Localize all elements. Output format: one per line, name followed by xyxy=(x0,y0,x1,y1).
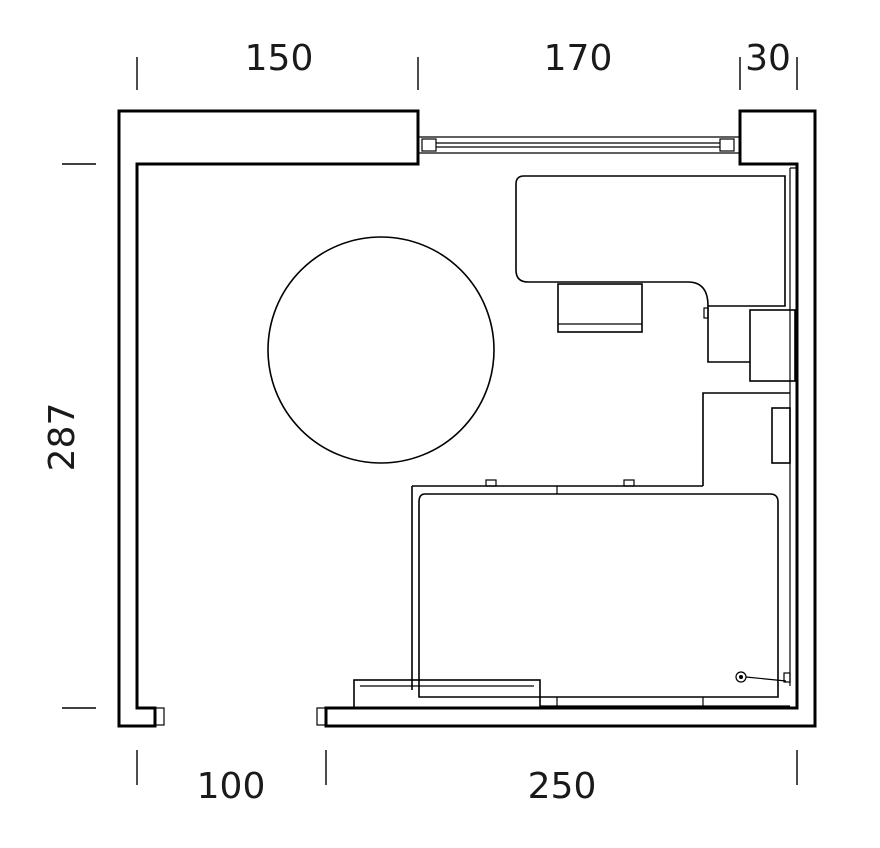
dimension-top-left: 150 xyxy=(245,38,314,79)
dimension-bottom-left: 100 xyxy=(197,766,266,807)
partition xyxy=(702,392,790,486)
wall-shelf xyxy=(771,407,791,464)
bathtub xyxy=(411,479,790,707)
door-jamb-right xyxy=(316,707,327,726)
faucet-icon xyxy=(735,671,791,683)
counter-stool xyxy=(557,283,643,333)
dimension-top-right: 30 xyxy=(745,38,791,79)
window xyxy=(418,136,740,154)
dimension-top-middle: 170 xyxy=(544,38,613,79)
round-table xyxy=(267,236,495,464)
dimension-ticks xyxy=(62,57,798,785)
wall-cabinet xyxy=(749,309,796,382)
bench xyxy=(353,679,541,709)
sink-counter xyxy=(515,175,786,363)
door-jamb-left xyxy=(154,707,165,726)
walls xyxy=(117,109,817,728)
dimension-bottom-right: 250 xyxy=(528,766,597,807)
dimension-left-height: 287 xyxy=(42,403,83,472)
